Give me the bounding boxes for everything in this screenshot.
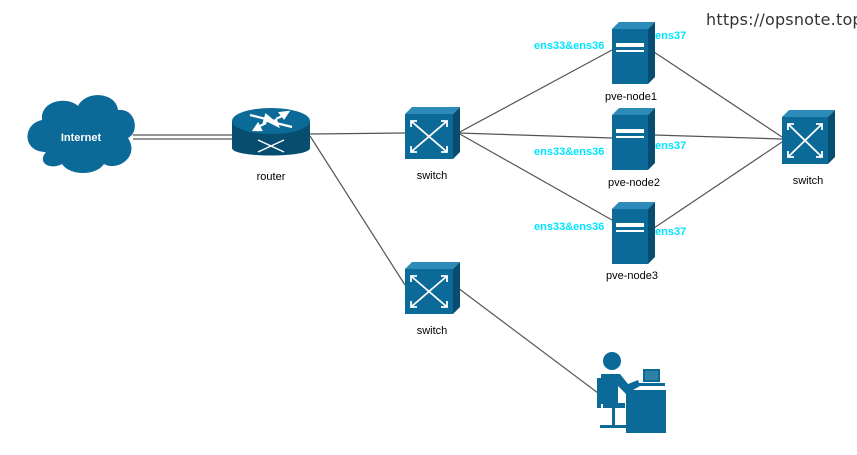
internet-label: Internet [61, 132, 102, 144]
pve-node2-label: pve-node2 [608, 177, 660, 189]
switch-main-label: switch [417, 170, 448, 182]
link-router-switch-main [309, 132, 406, 135]
link-switch-main-node1 [457, 49, 613, 134]
user-workstation-icon [597, 352, 666, 433]
link-node1-switch-right [653, 51, 783, 138]
pve-node1-label: pve-node1 [605, 91, 657, 103]
pve-node1-port-left: ens33&ens36 [534, 40, 604, 52]
server-icon: pve-node3 ens33&ens36 ens37 [534, 202, 686, 282]
link-switch-lower-workstation [457, 287, 599, 394]
link-switch-main-node3 [457, 132, 613, 221]
server-icon: pve-node2 ens33&ens36 ens37 [534, 108, 686, 189]
connections [133, 49, 783, 394]
link-switch-main-node2 [457, 132, 613, 139]
switch-lower-label: switch [417, 325, 448, 337]
switch-icon: switch [782, 110, 835, 187]
switch-icon: switch [405, 107, 460, 182]
pve-node3-label: pve-node3 [606, 270, 658, 282]
link-node3-switch-right [653, 141, 783, 229]
pve-node1-port-right: ens37 [655, 30, 686, 42]
switch-right-label: switch [793, 175, 824, 187]
pve-node3-port-right: ens37 [655, 226, 686, 238]
link-node2-switch-right [653, 134, 783, 140]
pve-node3-port-left: ens33&ens36 [534, 221, 604, 233]
switch-icon: switch [405, 262, 460, 337]
router-icon: router [232, 108, 310, 183]
pve-node2-port-right: ens37 [655, 140, 686, 152]
link-router-switch-lower [309, 135, 406, 286]
router-label: router [257, 171, 286, 183]
server-icon: pve-node1 ens33&ens36 ens37 [534, 22, 686, 103]
pve-node2-port-left: ens33&ens36 [534, 146, 604, 158]
watermark-text: https://opsnote.top [706, 10, 857, 29]
cloud-icon: Internet [27, 95, 135, 173]
